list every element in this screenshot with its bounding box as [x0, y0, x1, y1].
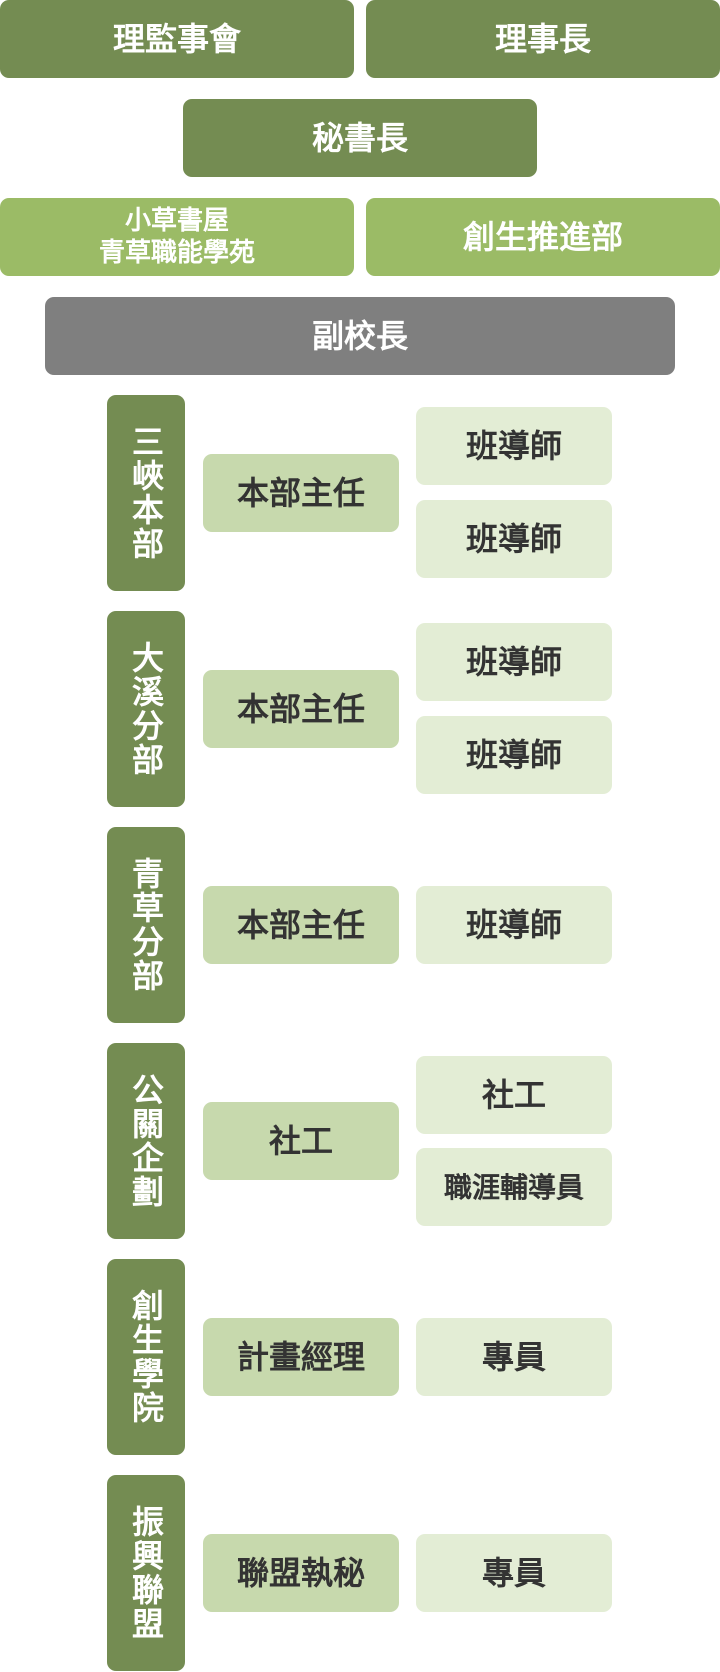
- branch-staff-pr-2: 職涯輔導員: [416, 1148, 612, 1226]
- branch-name-academy: 創生學院: [107, 1259, 185, 1455]
- branch-staff-sanxia-1: 班導師: [416, 407, 612, 485]
- branch-staff-daxi-2: 班導師: [416, 716, 612, 794]
- vice-principal-box: 副校長: [45, 297, 675, 375]
- branch-head-qingcao: 本部主任: [203, 886, 399, 964]
- branch-staff-daxi-1: 班導師: [416, 623, 612, 701]
- branch-name-alliance: 振興聯盟: [107, 1475, 185, 1671]
- bookhouse-box: 小草書屋 青草職能學苑: [0, 198, 354, 276]
- branch-staff-alliance-1: 專員: [416, 1534, 612, 1612]
- branch-staff-sanxia-2: 班導師: [416, 500, 612, 578]
- branch-name-pr: 公關企劃: [107, 1043, 185, 1239]
- branch-head-academy: 計畫經理: [203, 1318, 399, 1396]
- bookhouse-label-2: 青草職能學苑: [98, 238, 255, 268]
- branch-head-daxi: 本部主任: [203, 670, 399, 748]
- branch-staff-academy-1: 專員: [416, 1318, 612, 1396]
- branch-name-daxi: 大溪分部: [107, 611, 185, 807]
- branch-name-qingcao: 青草分部: [107, 827, 185, 1023]
- branch-staff-pr-1: 社工: [416, 1056, 612, 1134]
- branch-name-sanxia: 三峽本部: [107, 395, 185, 591]
- board-box: 理監事會: [0, 0, 354, 78]
- chairman-box: 理事長: [366, 0, 720, 78]
- bookhouse-label-1: 小草書屋: [124, 205, 229, 236]
- innovation-dept-box: 創生推進部: [366, 198, 720, 276]
- branch-head-pr: 社工: [203, 1102, 399, 1180]
- branch-staff-qingcao-1: 班導師: [416, 886, 612, 964]
- secretary-general-box: 秘書長: [183, 99, 537, 177]
- branch-head-alliance: 聯盟執秘: [203, 1534, 399, 1612]
- branch-head-sanxia: 本部主任: [203, 454, 399, 532]
